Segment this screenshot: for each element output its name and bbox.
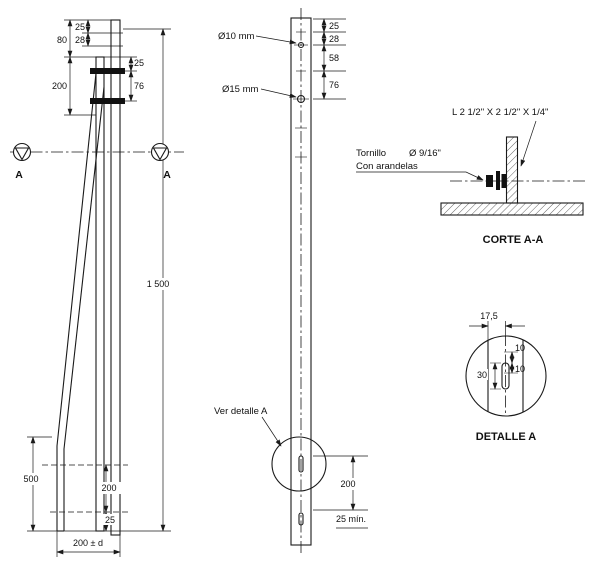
bracket-plate [95, 56, 105, 532]
bolt-leader-line [356, 171, 484, 181]
detail-contents [487, 336, 524, 416]
detail-circle [465, 335, 547, 417]
angle-leader-line [520, 120, 537, 167]
dim-500-label: 500 [23, 474, 38, 484]
dim-10-upper-label: 10 [515, 343, 525, 353]
leader-lines [255, 35, 297, 447]
dim-28-top-label: 28 [75, 35, 85, 45]
detail-callout-label: Ver detalle A [214, 406, 268, 417]
dim-footer-label: 200 ± d [73, 538, 103, 548]
nut [501, 174, 506, 188]
bolt-diameter-label: Ø 9/16" [409, 148, 441, 159]
angle-spec-label: L 2 1/2" X 2 1/2" X 1/4" [452, 107, 548, 118]
dim-200-label: 200 [340, 479, 355, 489]
bottom-slot-hole [298, 512, 304, 526]
hole-15mm-label: Ø15 mm [222, 84, 259, 95]
bolt-label: Tornillo [356, 148, 386, 159]
section-title: CORTE A-A [483, 234, 544, 246]
section-letter-left: A [15, 169, 23, 181]
bolt-assembly [486, 171, 506, 190]
dim-76-label: 76 [329, 80, 339, 90]
slot-hole [298, 455, 304, 473]
t-profile-flange [440, 202, 584, 216]
post-holes [293, 31, 309, 526]
dim-25-label: 25 [329, 21, 339, 31]
bolt-head [486, 175, 493, 187]
post-side-geometry [56, 19, 125, 536]
dim-1500-label: 1 500 [147, 279, 170, 289]
dim-28-label: 28 [329, 34, 339, 44]
front-view-extension-lines [313, 18, 368, 529]
detail-scope-circle [271, 436, 327, 492]
detail-width-dimension [469, 321, 525, 341]
post-side [110, 19, 121, 536]
dim-25min-label: 25 mín. [336, 514, 366, 524]
hole-10mm-label: Ø10 mm [218, 31, 255, 42]
bolt-upper [90, 68, 125, 74]
detail-title: DETALLE A [476, 431, 537, 443]
brace-outer-edge [56, 72, 97, 447]
dim-30-label: 30 [477, 370, 487, 380]
dim-17-5-label: 17,5 [480, 311, 498, 321]
dim-76-bracket-label: 76 [134, 81, 144, 91]
bolt-lower [90, 98, 125, 104]
dim-10-lower-label: 10 [515, 364, 525, 374]
dim-25-top-label: 25 [75, 22, 85, 32]
section-view: L 2 1/2" X 2 1/2" X 1/4" Tornillo Ø 9/16… [356, 107, 585, 246]
front-view: Ø10 mm Ø15 mm 25 28 58 76 Ver detalle A … [214, 8, 368, 555]
section-letter-right: A [163, 169, 171, 181]
dim-25-bracket-label: 25 [134, 58, 144, 68]
washer [496, 171, 500, 190]
section-marker-left [12, 142, 32, 162]
brace-inner-edge [63, 86, 105, 450]
washers-label: Con arandelas [356, 161, 418, 172]
section-marker-right [150, 142, 170, 162]
dim-25-lower-label: 25 [105, 515, 115, 525]
dim-200-lower-label: 200 [101, 483, 116, 493]
front-view-dimension-lines [321, 18, 356, 511]
dim-80-label: 80 [57, 35, 67, 45]
side-view: 25 28 80 200 25 76 A A 1 500 500 200 25 … [10, 19, 184, 557]
dim-200-upper-label: 200 [52, 81, 67, 91]
detail-view: 17,5 10 10 30 DETALLE A [465, 311, 547, 443]
detail-slot [501, 362, 510, 390]
dim-58-label: 58 [329, 53, 339, 63]
t-profile-web [505, 136, 519, 204]
